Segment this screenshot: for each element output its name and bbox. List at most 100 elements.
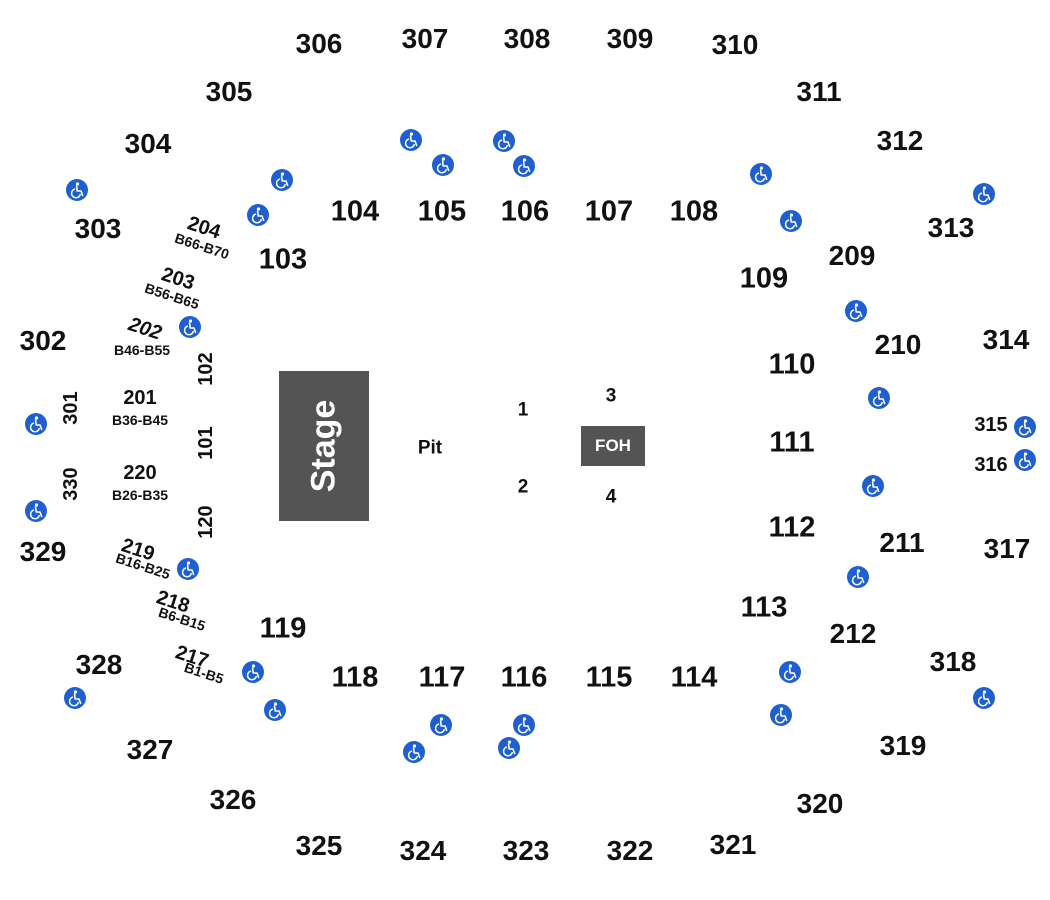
- wheelchair-icon: [779, 661, 801, 683]
- wheelchair-icon: [1014, 449, 1036, 471]
- section-217-rows: B1-B5: [182, 659, 226, 687]
- section-320[interactable]: 320: [796, 788, 844, 819]
- wheelchair-icon: [25, 500, 47, 522]
- section-105[interactable]: 105: [417, 195, 467, 228]
- wheelchair-icon: [780, 210, 802, 232]
- section-312[interactable]: 312: [876, 125, 924, 156]
- section-324[interactable]: 324: [399, 835, 447, 866]
- wheelchair-icon: [64, 687, 86, 709]
- section-114[interactable]: 114: [670, 661, 718, 694]
- section-319[interactable]: 319: [879, 730, 927, 761]
- wheelchair-icon: [432, 154, 454, 176]
- section-202[interactable]: 202: [125, 313, 165, 345]
- wheelchair-icon: [177, 558, 199, 580]
- wheelchair-icon: [750, 163, 772, 185]
- wheelchair-icon: [247, 204, 269, 226]
- wheelchair-icon: [973, 687, 995, 709]
- section-316[interactable]: 316: [974, 454, 1008, 476]
- wheelchair-icon: [973, 183, 995, 205]
- section-108[interactable]: 108: [669, 195, 719, 228]
- section-112[interactable]: 112: [768, 511, 816, 544]
- wheelchair-icon: [845, 300, 867, 322]
- section-328[interactable]: 328: [75, 649, 123, 680]
- section-113[interactable]: 113: [740, 591, 788, 624]
- wheelchair-icon: [1014, 416, 1036, 438]
- section-317[interactable]: 317: [983, 533, 1031, 564]
- floor-section-3[interactable]: 3: [605, 385, 617, 407]
- section-318[interactable]: 318: [929, 646, 977, 677]
- section-119[interactable]: 119: [259, 612, 307, 645]
- wheelchair-icon: [66, 179, 88, 201]
- section-322[interactable]: 322: [606, 835, 654, 866]
- wheelchair-icon: [770, 704, 792, 726]
- section-304[interactable]: 304: [124, 128, 172, 159]
- section-310[interactable]: 310: [711, 29, 759, 60]
- floor-section-4[interactable]: 4: [605, 486, 617, 508]
- section-314[interactable]: 314: [982, 324, 1030, 355]
- wheelchair-icon: [25, 413, 47, 435]
- section-305[interactable]: 305: [205, 76, 253, 107]
- pit-section[interactable]: Pit: [417, 437, 443, 459]
- section-302[interactable]: 302: [19, 325, 67, 356]
- section-327[interactable]: 327: [126, 734, 174, 765]
- floor-section-2[interactable]: 2: [517, 476, 529, 498]
- section-115[interactable]: 115: [585, 661, 633, 694]
- wheelchair-icon: [264, 699, 286, 721]
- wheelchair-icon: [513, 714, 535, 736]
- section-301[interactable]: 301: [60, 391, 82, 425]
- section-102[interactable]: 102: [195, 352, 217, 386]
- section-315[interactable]: 315: [974, 414, 1008, 436]
- wheelchair-icon: [862, 475, 884, 497]
- section-306[interactable]: 306: [295, 28, 343, 59]
- stage[interactable]: Stage: [279, 371, 369, 521]
- section-321[interactable]: 321: [709, 829, 757, 860]
- section-107[interactable]: 107: [584, 195, 634, 228]
- foh-label: FOH: [595, 436, 631, 455]
- section-103[interactable]: 103: [258, 243, 308, 276]
- section-211[interactable]: 211: [879, 527, 925, 558]
- wheelchair-icon: [847, 566, 869, 588]
- section-220-rows: B26-B35: [111, 487, 169, 503]
- section-202-rows: B46-B55: [113, 342, 171, 358]
- section-109[interactable]: 109: [739, 262, 789, 295]
- wheelchair-icon: [513, 155, 535, 177]
- section-104[interactable]: 104: [330, 195, 380, 228]
- section-209[interactable]: 209: [828, 240, 876, 271]
- stage-label: Stage: [304, 399, 343, 493]
- wheelchair-icon: [868, 387, 890, 409]
- wheelchair-icon: [271, 169, 293, 191]
- foh-booth: FOH: [581, 426, 645, 466]
- section-212[interactable]: 212: [829, 618, 877, 649]
- section-201-rows: B36-B45: [111, 412, 169, 428]
- section-326[interactable]: 326: [209, 784, 257, 815]
- section-210[interactable]: 210: [874, 329, 922, 360]
- section-116[interactable]: 116: [500, 661, 548, 694]
- section-110[interactable]: 110: [768, 348, 816, 381]
- wheelchair-icon: [242, 661, 264, 683]
- section-307[interactable]: 307: [401, 23, 449, 54]
- wheelchair-icon: [403, 741, 425, 763]
- section-201[interactable]: 201: [123, 387, 157, 409]
- section-325[interactable]: 325: [295, 830, 343, 861]
- section-330[interactable]: 330: [60, 467, 82, 501]
- section-303[interactable]: 303: [74, 213, 122, 244]
- section-120[interactable]: 120: [195, 505, 217, 539]
- section-329[interactable]: 329: [19, 536, 67, 567]
- section-309[interactable]: 309: [606, 23, 654, 54]
- section-117[interactable]: 117: [418, 661, 466, 694]
- floor-section-1[interactable]: 1: [517, 399, 529, 421]
- section-323[interactable]: 323: [502, 835, 550, 866]
- wheelchair-icon: [400, 129, 422, 151]
- section-106[interactable]: 106: [500, 195, 550, 228]
- wheelchair-icon: [493, 130, 515, 152]
- section-313[interactable]: 313: [927, 212, 975, 243]
- section-101[interactable]: 101: [195, 426, 217, 460]
- section-311[interactable]: 311: [796, 76, 842, 107]
- section-111[interactable]: 111: [769, 426, 815, 459]
- wheelchair-icon: [179, 316, 201, 338]
- section-308[interactable]: 308: [503, 23, 551, 54]
- wheelchair-icon: [498, 737, 520, 759]
- section-118[interactable]: 118: [331, 661, 379, 694]
- section-220[interactable]: 220: [123, 462, 157, 484]
